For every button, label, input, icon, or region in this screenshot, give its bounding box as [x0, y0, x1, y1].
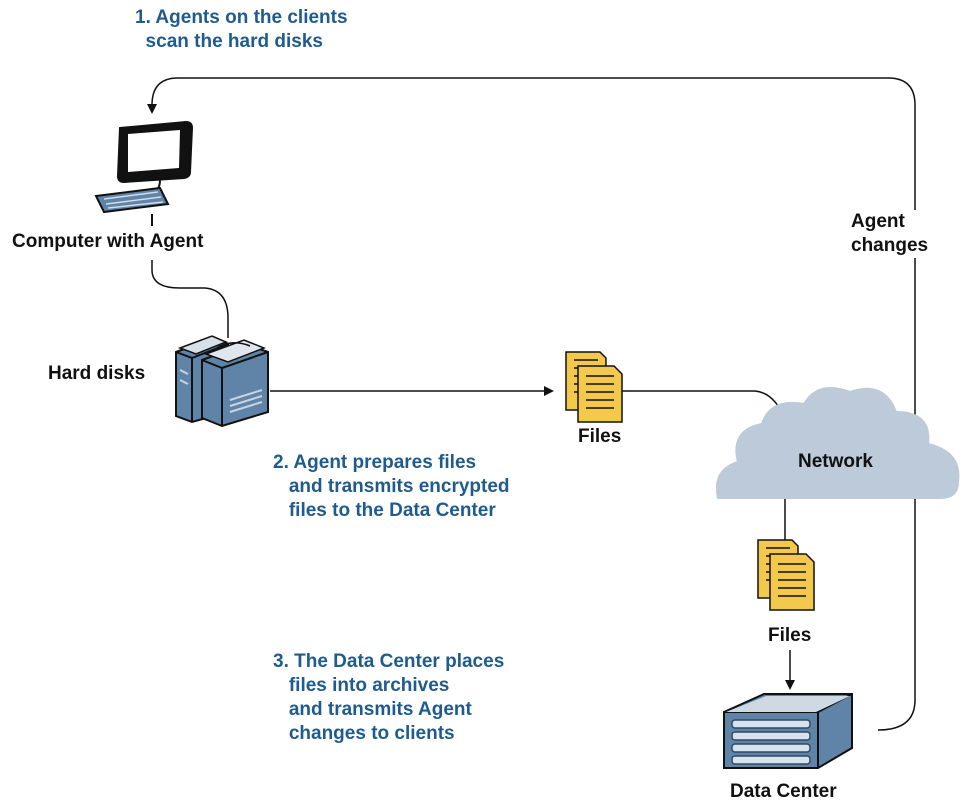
- agent-changes-line-2: changes: [851, 235, 929, 256]
- computer-label: Computer with Agent: [12, 231, 204, 252]
- step-3-line-4: changes to clients: [273, 723, 455, 744]
- agent-changes-label: Agent changes: [851, 210, 929, 258]
- agent-changes-loop-line: [147, 77, 916, 731]
- step-2-text: 2. Agent prepares files and transmits en…: [273, 451, 510, 523]
- step-3-line-2: files into archives: [273, 675, 450, 696]
- data-center-server-icon: [723, 693, 853, 769]
- step-3-line-3: and transmits Agent: [273, 699, 472, 720]
- agent-changes-line-1: Agent: [851, 211, 905, 232]
- files-label-bottom: Files: [768, 625, 812, 646]
- hard-disks-label: Hard disks: [48, 363, 146, 384]
- computer-icon: [94, 120, 194, 226]
- network-cloud-icon: [716, 387, 960, 499]
- files-icon-bottom: [757, 539, 815, 611]
- step-2-line-2: and transmits encrypted: [273, 476, 510, 497]
- step-2-line-1: 2. Agent prepares files: [273, 452, 477, 473]
- data-center-label: Data Center: [730, 781, 837, 802]
- step-2-line-3: files to the Data Center: [273, 500, 496, 521]
- computer-to-disk-line: [151, 260, 229, 338]
- step-1-text: 1. Agents on the clients scan the hard d…: [135, 6, 348, 54]
- hard-disks-icon: [175, 335, 269, 428]
- step-1-line-2: scan the hard disks: [135, 31, 323, 52]
- step-1-line-1: 1. Agents on the clients: [135, 7, 348, 28]
- network-label: Network: [798, 451, 873, 472]
- step-3-text: 3. The Data Center places files into arc…: [273, 650, 504, 746]
- files-label-top: Files: [578, 426, 622, 447]
- files-icon-top: [565, 351, 623, 423]
- step-3-line-1: 3. The Data Center places: [273, 651, 505, 672]
